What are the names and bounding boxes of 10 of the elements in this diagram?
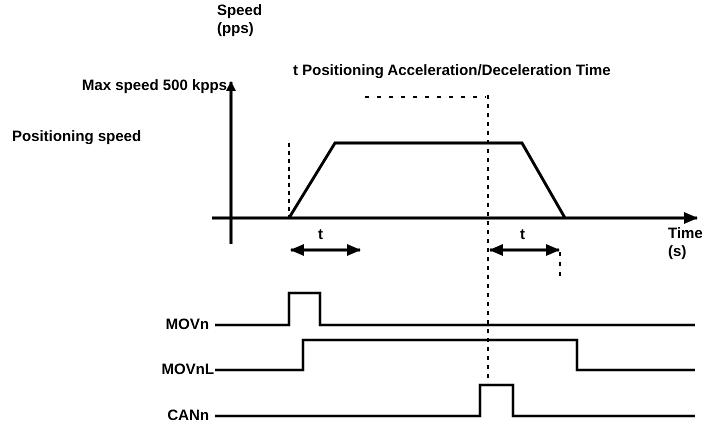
- axis-label: Time (s): [668, 225, 704, 261]
- axis-value-label: Max speed 500 kpps: [82, 77, 227, 95]
- axis-value-label: Positioning speed: [12, 128, 142, 146]
- dimension-label: t: [318, 226, 323, 244]
- signal-label: MOVnL: [162, 361, 214, 379]
- signal-label: CANn: [167, 407, 209, 425]
- dimension-label: t: [520, 226, 525, 244]
- axis-label: Speed (pps): [217, 2, 264, 38]
- signal-label: MOVn: [166, 316, 209, 334]
- annotation: t Positioning Acceleration/Deceleration Time: [293, 62, 611, 80]
